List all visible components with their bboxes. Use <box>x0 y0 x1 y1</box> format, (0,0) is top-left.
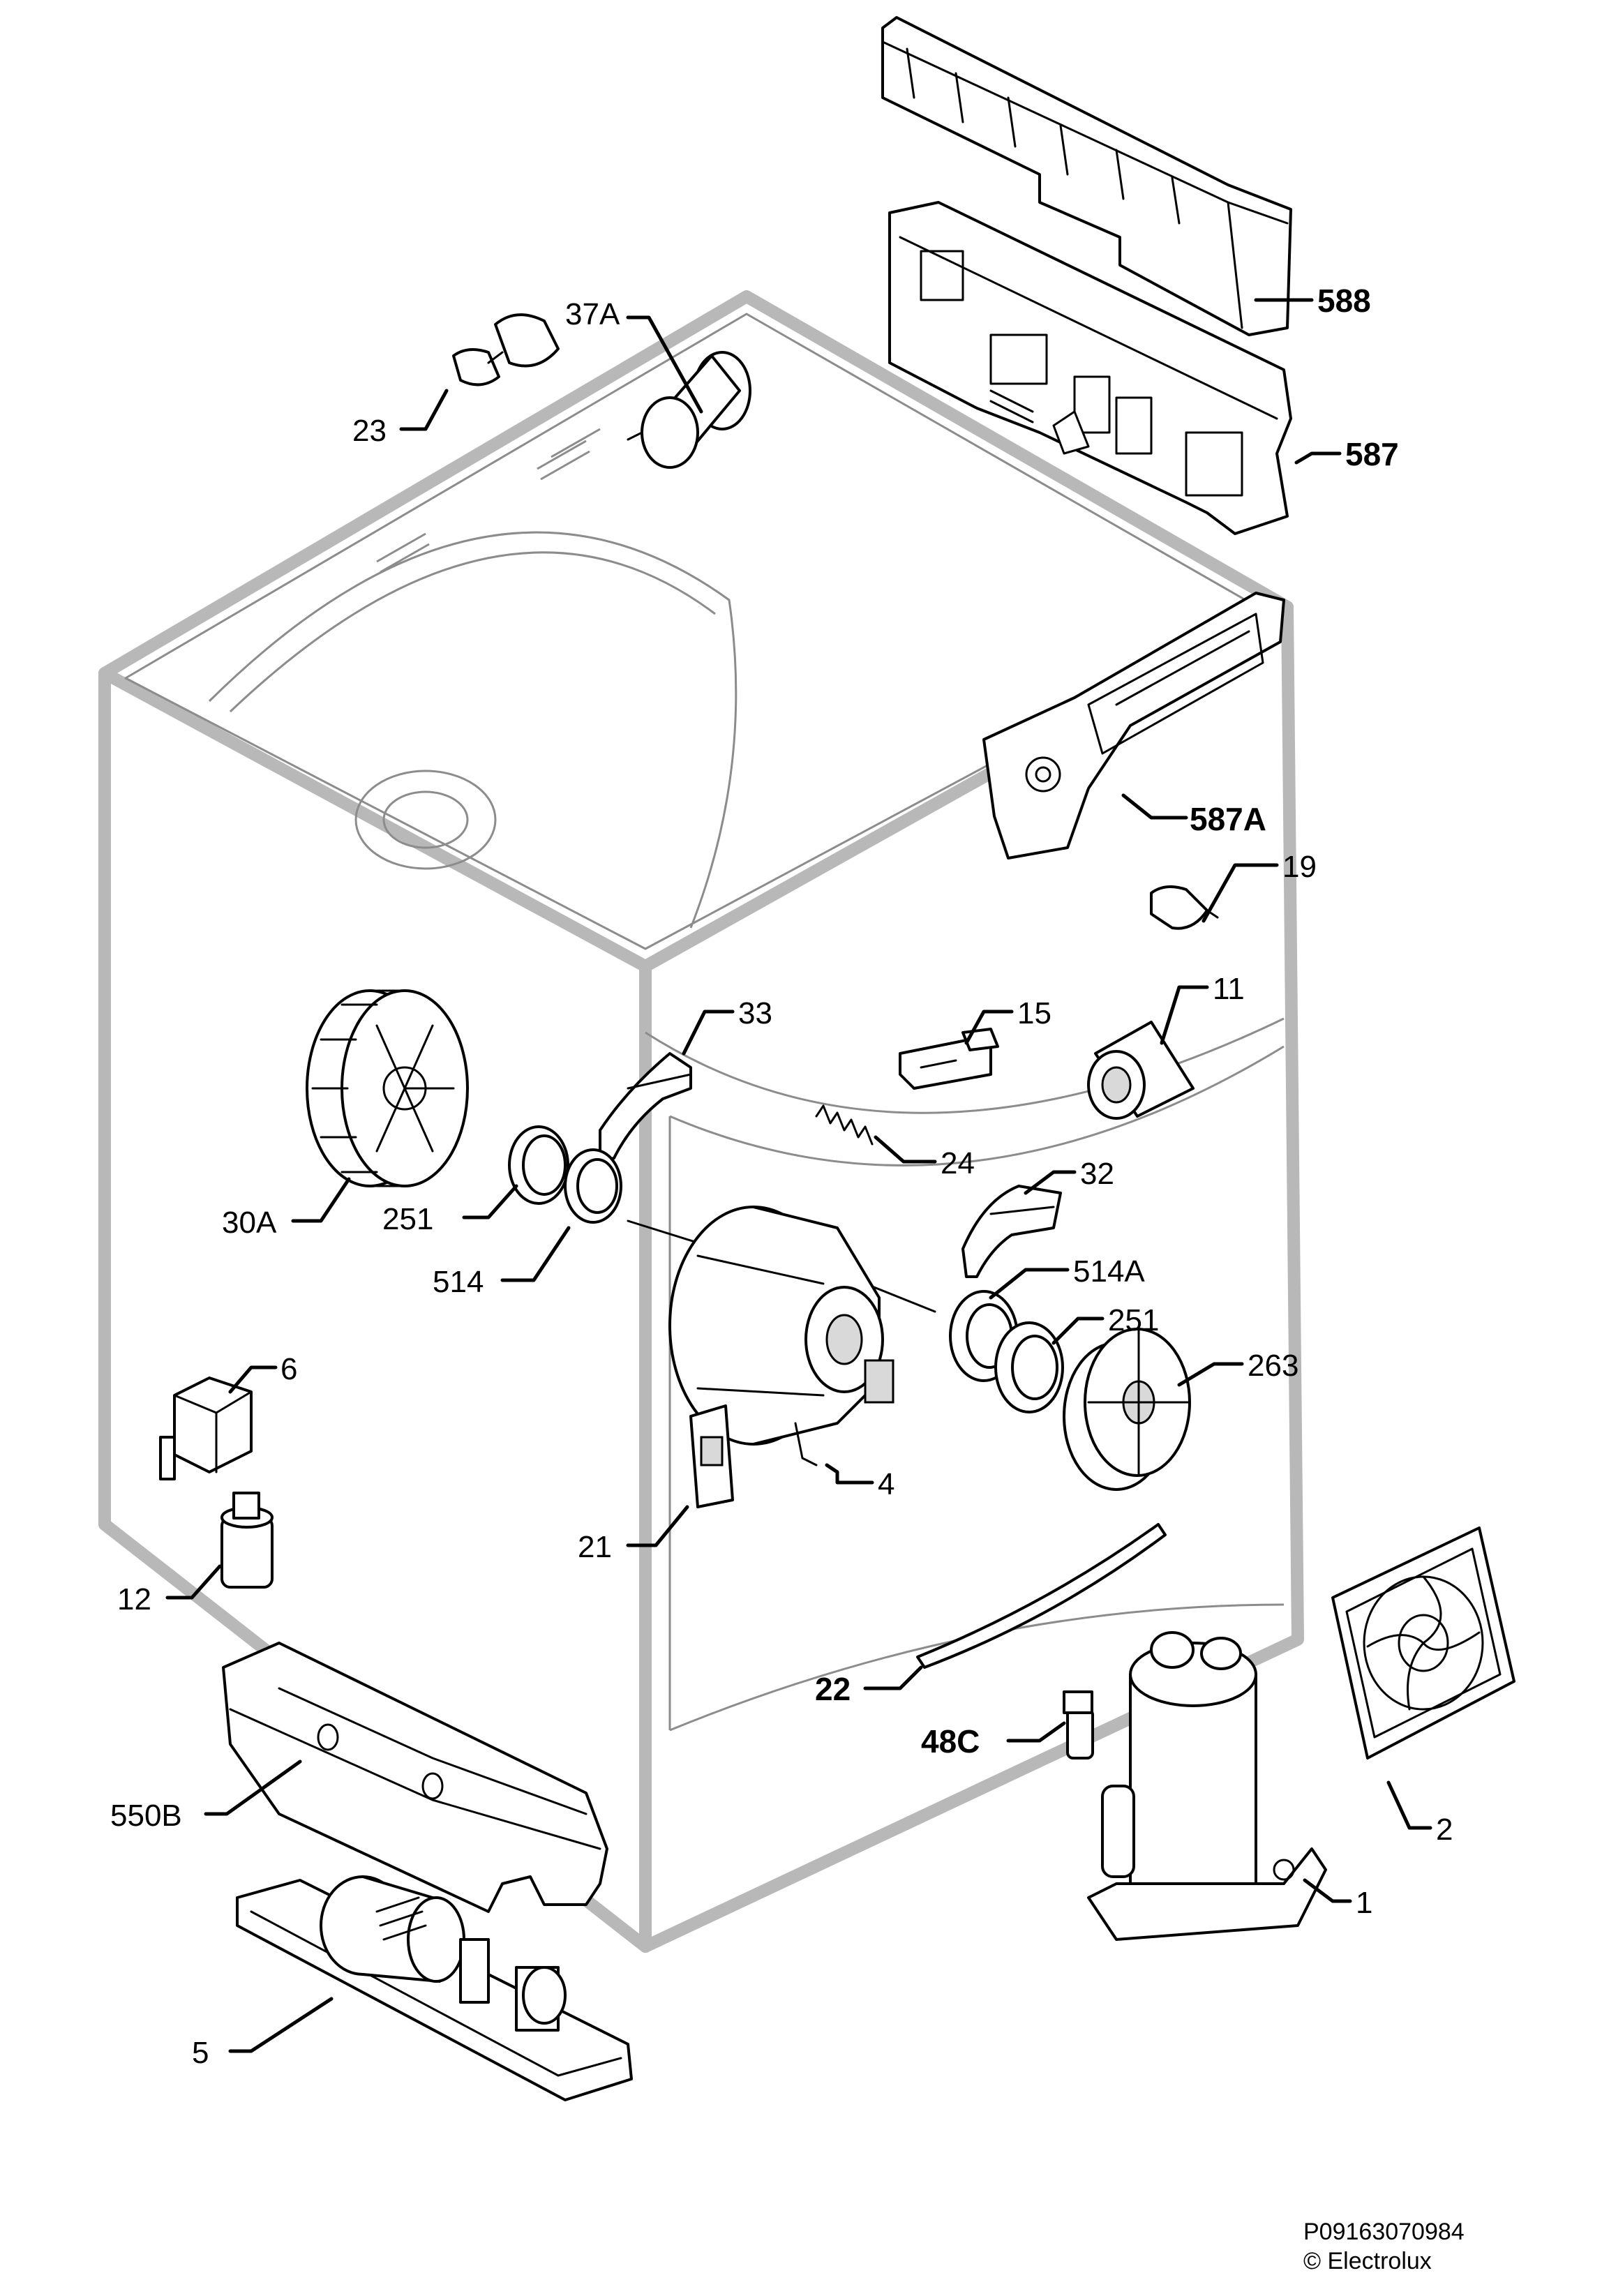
part-251-ring-left <box>508 1125 569 1205</box>
part-263-pulley <box>1063 1328 1191 1491</box>
label-22: 22 <box>815 1671 851 1707</box>
part-32-bracket <box>961 1185 1062 1278</box>
label-30A: 30A <box>222 1206 277 1240</box>
part-6-relay <box>159 1376 253 1480</box>
part-5-blower-motor <box>236 1875 633 2101</box>
label-514A: 514A <box>1073 1254 1145 1289</box>
part-33-bracket <box>599 1052 692 1163</box>
part-4-motor <box>627 1206 936 1466</box>
part-30A-fan-wheel <box>306 989 469 1187</box>
label-37A: 37A <box>565 297 620 331</box>
part-21-switch <box>689 1404 734 1508</box>
label-2: 2 <box>1436 1813 1453 1847</box>
part-550B-air-duct <box>222 1642 608 1913</box>
label-6: 6 <box>280 1352 297 1386</box>
label-12: 12 <box>117 1582 151 1616</box>
part-37A-capacitor <box>627 351 751 469</box>
label-514: 514 <box>433 1265 484 1299</box>
part-24-spring <box>815 1104 874 1146</box>
part-19-sensor <box>1150 885 1219 930</box>
label-550B: 550B <box>110 1799 182 1833</box>
part-1-compressor <box>1087 1631 1327 1941</box>
label-24: 24 <box>941 1146 975 1180</box>
drawing-code: P09163070984 <box>1303 2219 1465 2245</box>
label-33: 33 <box>738 996 772 1030</box>
label-263: 263 <box>1248 1349 1298 1383</box>
label-11: 11 <box>1213 972 1245 1006</box>
label-587A: 587A <box>1190 801 1266 837</box>
label-588: 588 <box>1317 283 1371 319</box>
part-588-cover <box>881 16 1292 336</box>
part-48C-filter <box>1063 1690 1094 1759</box>
label-587: 587 <box>1345 436 1399 472</box>
label-15: 15 <box>1017 996 1051 1030</box>
part-2-fan <box>1331 1526 1515 1759</box>
part-12-capacitor <box>220 1492 274 1589</box>
part-587A-display <box>982 592 1285 860</box>
label-21: 21 <box>578 1530 612 1564</box>
label-4: 4 <box>878 1467 894 1501</box>
part-11-motor-cap <box>1087 1021 1195 1120</box>
label-251-right: 251 <box>1108 1303 1159 1337</box>
leader-lines <box>165 298 1432 2053</box>
label-48C: 48C <box>921 1723 980 1759</box>
label-1: 1 <box>1356 1886 1372 1920</box>
part-251-ring-right <box>994 1321 1064 1413</box>
footer: P09163070984 © Electrolux <box>1303 2219 1465 2274</box>
label-5: 5 <box>192 2036 209 2070</box>
part-labels: 588 587 37A 23 587A 19 33 15 11 30A 251 … <box>110 283 1453 2070</box>
copyright-text: © Electrolux <box>1303 2248 1432 2274</box>
part-514-seal <box>564 1148 622 1224</box>
part-15-switch <box>899 1028 999 1090</box>
label-32: 32 <box>1080 1157 1114 1191</box>
label-23: 23 <box>352 414 387 448</box>
part-22-strip <box>916 1523 1167 1669</box>
part-23-connector <box>452 313 560 387</box>
part-587-module <box>888 201 1292 535</box>
label-19: 19 <box>1282 850 1317 884</box>
label-251-left: 251 <box>382 1202 433 1236</box>
